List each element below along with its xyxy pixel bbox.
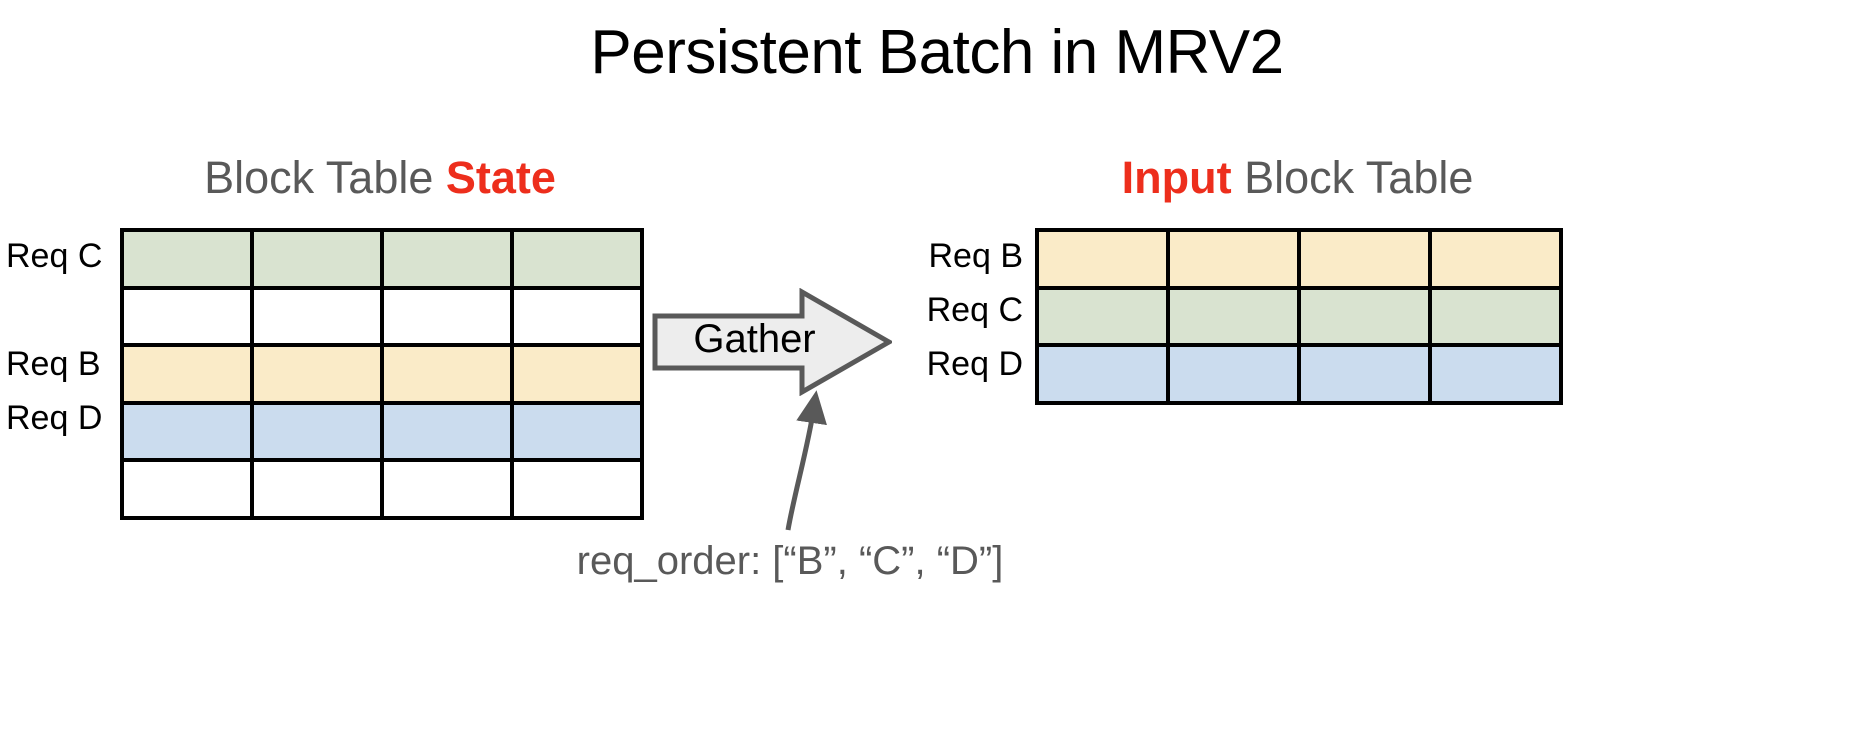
cell-r3c0 [124, 404, 254, 458]
table-row [124, 462, 644, 520]
in-cell-r1c2 [1301, 289, 1432, 343]
block-table-state-grid [120, 228, 644, 520]
input-block-table-grid [1035, 228, 1563, 405]
block-table-state-heading: Block Table State [120, 150, 640, 206]
cell-r0c0 [124, 232, 254, 286]
heading-right-accent: Input [1121, 152, 1232, 203]
heading-left-plain: Block Table [204, 152, 446, 203]
cell-r4c0 [124, 462, 254, 516]
cell-r3c2 [384, 404, 514, 458]
in-cell-r1c0 [1039, 289, 1170, 343]
cell-r1c3 [514, 289, 644, 343]
cell-r0c3 [514, 232, 644, 286]
cell-r2c2 [384, 347, 514, 401]
cell-r0c2 [384, 232, 514, 286]
cell-r0c1 [254, 232, 384, 286]
table-row [1039, 347, 1563, 405]
cell-r4c1 [254, 462, 384, 516]
in-cell-r0c1 [1170, 232, 1301, 286]
in-cell-r2c2 [1301, 347, 1432, 401]
right-row-label-2: Req D [926, 345, 1023, 383]
gather-label: Gather [693, 317, 816, 361]
in-cell-r2c0 [1039, 347, 1170, 401]
cell-r3c1 [254, 404, 384, 458]
in-cell-r1c1 [1170, 289, 1301, 343]
cell-r4c2 [384, 462, 514, 516]
req-order-caption: req_order: [“B”, “C”, “D”] [576, 539, 1004, 583]
req-order-callout-arrow-icon [785, 390, 827, 531]
cell-r1c2 [384, 289, 514, 343]
left-row-label-3: Req D [6, 399, 103, 437]
table-row [124, 289, 644, 347]
cell-r3c3 [514, 404, 644, 458]
right-row-label-0: Req B [928, 237, 1024, 275]
cell-r1c1 [254, 289, 384, 343]
in-cell-r2c3 [1432, 347, 1563, 401]
table-row [124, 347, 644, 405]
heading-right-plain: Block Table [1231, 152, 1474, 203]
table-row [124, 404, 644, 462]
cell-r1c0 [124, 289, 254, 343]
in-cell-r0c0 [1039, 232, 1170, 286]
in-cell-r1c3 [1432, 289, 1563, 343]
heading-left-accent: State [445, 152, 556, 203]
right-row-label-1: Req C [926, 291, 1023, 329]
table-row [124, 232, 644, 290]
cell-r4c3 [514, 462, 644, 516]
table-row [1039, 289, 1563, 347]
page-title: Persistent Batch in MRV2 [590, 18, 1284, 87]
cell-r2c3 [514, 347, 644, 401]
input-block-table-heading: Input Block Table [1035, 150, 1560, 206]
left-row-label-2: Req B [6, 345, 101, 383]
table-row [1039, 232, 1563, 290]
cell-r2c1 [254, 347, 384, 401]
left-row-label-0: Req C [6, 237, 103, 275]
gather-arrow-icon [652, 288, 892, 396]
in-cell-r2c1 [1170, 347, 1301, 401]
in-cell-r0c2 [1301, 232, 1432, 286]
cell-r2c0 [124, 347, 254, 401]
in-cell-r0c3 [1432, 232, 1563, 286]
